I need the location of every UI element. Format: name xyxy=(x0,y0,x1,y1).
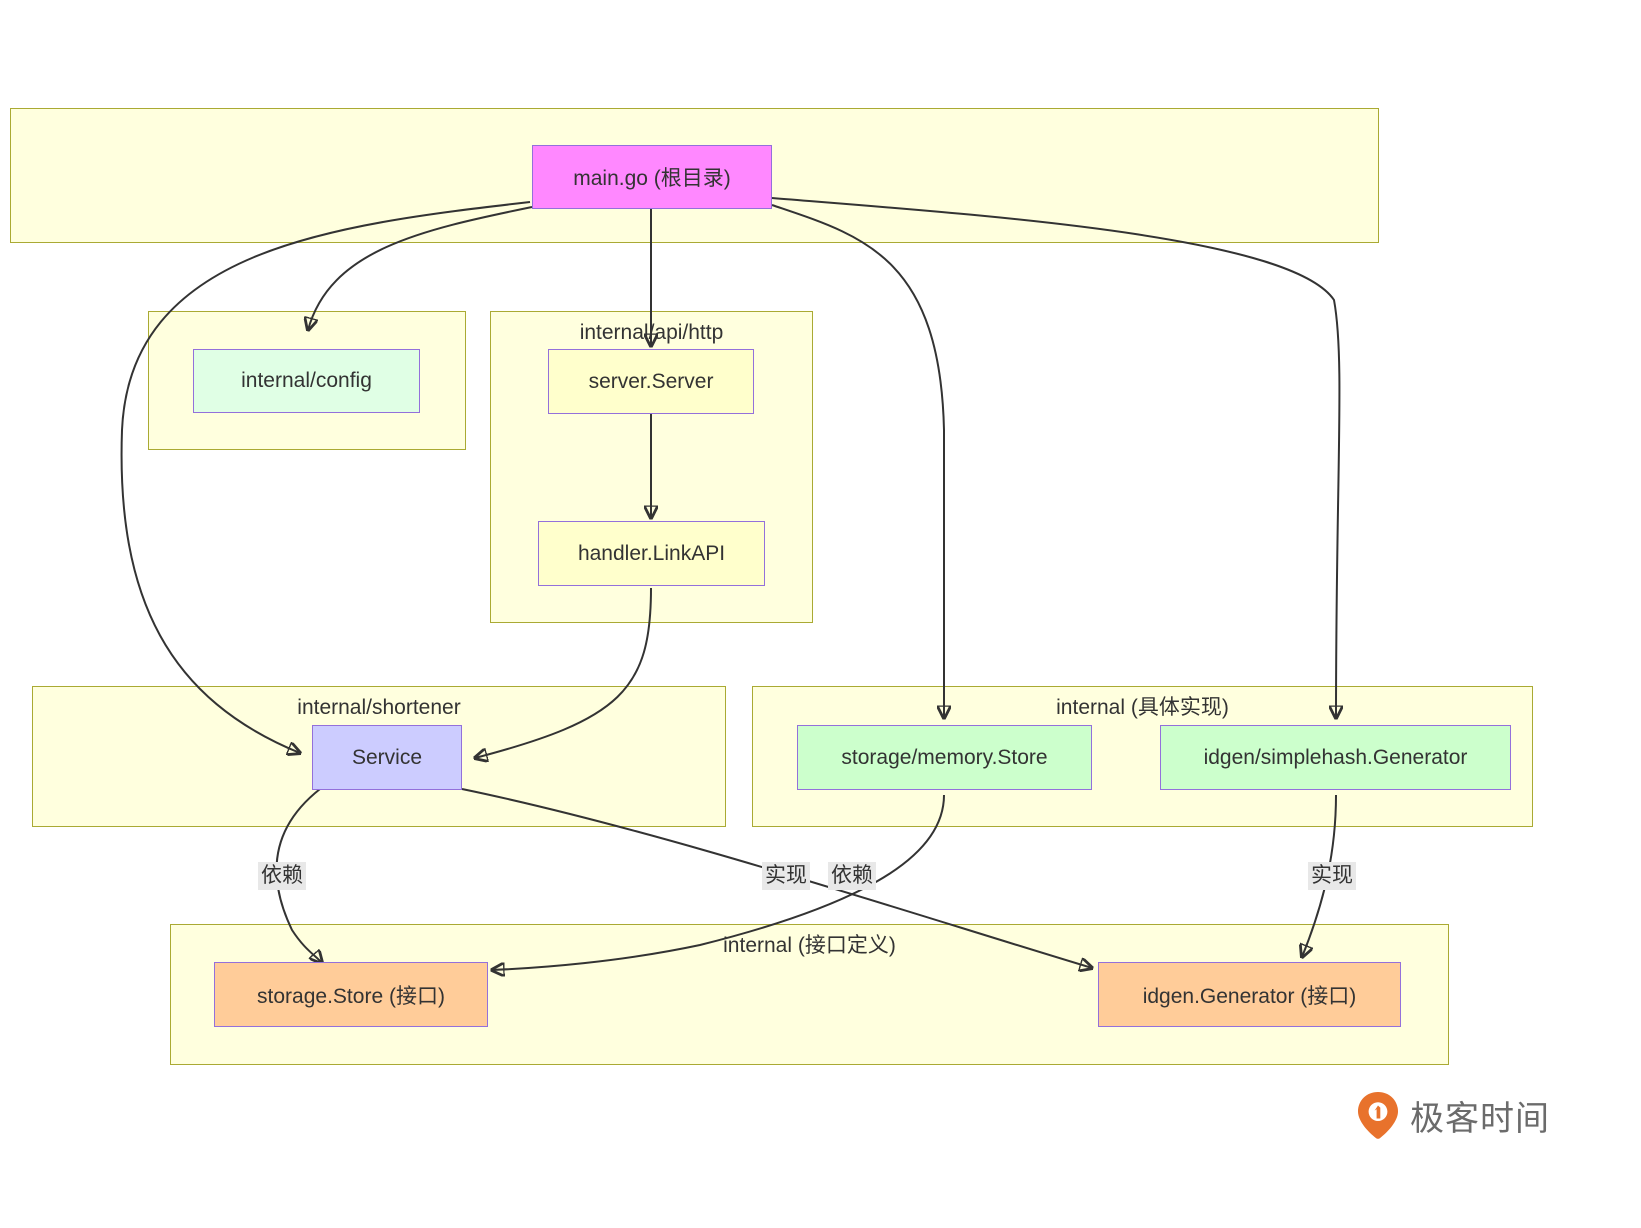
node-server-server[interactable]: server.Server xyxy=(548,349,754,414)
node-handler-linkapi-label: handler.LinkAPI xyxy=(577,541,726,565)
node-storage-store-interface[interactable]: storage.Store (接口) xyxy=(214,962,488,1027)
node-server-server-label: server.Server xyxy=(588,369,714,393)
subgraph-shortener-label: internal/shortener xyxy=(297,696,461,719)
node-handler-linkapi[interactable]: handler.LinkAPI xyxy=(538,521,765,586)
subgraph-interfaces-label: internal (接口定义) xyxy=(723,934,896,957)
node-main-go[interactable]: main.go (根目录) xyxy=(532,145,772,209)
node-storage-memory-store-label: storage/memory.Store xyxy=(841,745,1048,769)
edge-main-to-simplehash xyxy=(771,197,1339,718)
geektime-watermark-text: 极客时间 xyxy=(1410,1098,1550,1139)
node-idgen-simplehash-generator[interactable]: idgen/simplehash.Generator xyxy=(1160,725,1511,790)
node-idgen-simplehash-generator-label: idgen/simplehash.Generator xyxy=(1203,745,1468,769)
node-service[interactable]: Service xyxy=(312,725,462,790)
node-service-label: Service xyxy=(351,745,423,769)
edge-label-dependency-idgen: 依赖 xyxy=(828,862,876,891)
edge-label-implements-idgen: 实现 xyxy=(1308,862,1356,891)
node-storage-memory-store[interactable]: storage/memory.Store xyxy=(797,725,1092,790)
edge-label-dependency-store: 依赖 xyxy=(258,862,306,891)
geektime-watermark: 极客时间 xyxy=(1356,1090,1550,1140)
node-idgen-generator-interface[interactable]: idgen.Generator (接口) xyxy=(1098,962,1401,1027)
edge-label-implements-store: 实现 xyxy=(762,862,810,891)
subgraph-api-http-label: internal/api/http xyxy=(579,321,724,344)
node-storage-store-interface-label: storage.Store (接口) xyxy=(257,984,445,1008)
node-internal-config[interactable]: internal/config xyxy=(193,349,420,413)
node-internal-config-label: internal/config xyxy=(241,369,372,392)
node-idgen-generator-interface-label: idgen.Generator (接口) xyxy=(1142,984,1357,1008)
node-main-go-label: main.go (根目录) xyxy=(573,167,731,190)
edge-main-to-service xyxy=(120,201,531,753)
subgraph-implementations-label: internal (具体实现) xyxy=(1056,696,1229,719)
geektime-logo-icon xyxy=(1358,1092,1398,1139)
